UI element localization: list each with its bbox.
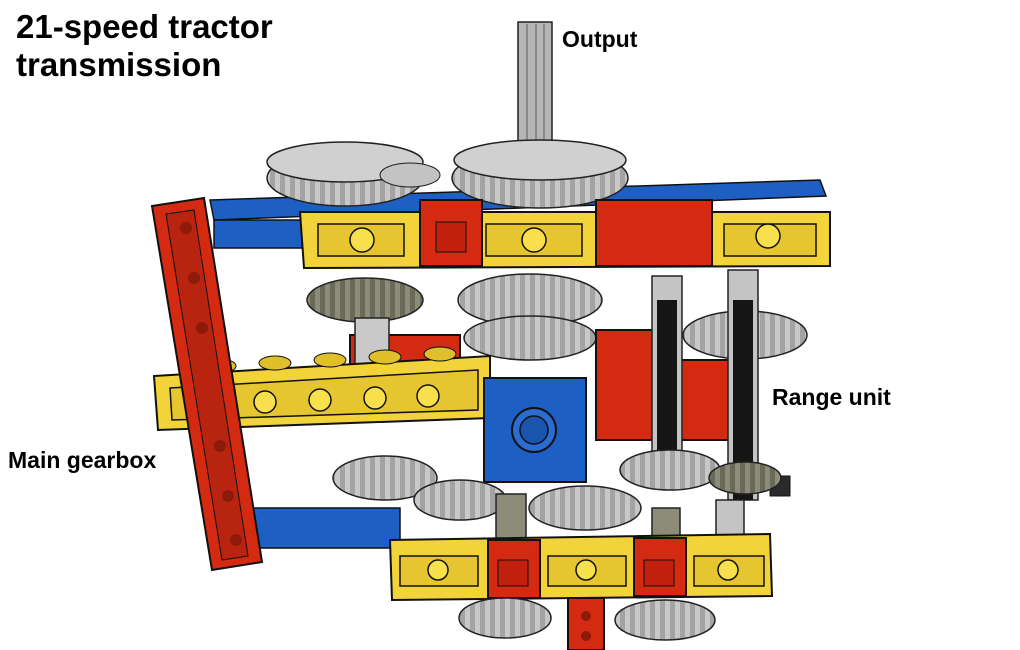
- figure-title: 21-speed tractor transmission: [16, 8, 273, 84]
- lower-gears: [332, 449, 782, 549]
- top-beam-row: [298, 199, 831, 270]
- bottom-beam-row: [388, 532, 774, 602]
- bottom-gears: [458, 597, 716, 650]
- main-gearbox-label: Main gearbox: [8, 447, 157, 473]
- blue-connector-block: [483, 377, 587, 483]
- title-line-2: transmission: [16, 46, 222, 83]
- output-label: Output: [562, 26, 638, 52]
- red-vertical-beam: [150, 196, 264, 572]
- title-line-1: 21-speed tractor: [16, 8, 273, 45]
- range-unit-label: Range unit: [772, 384, 891, 410]
- top-gears: [266, 139, 629, 209]
